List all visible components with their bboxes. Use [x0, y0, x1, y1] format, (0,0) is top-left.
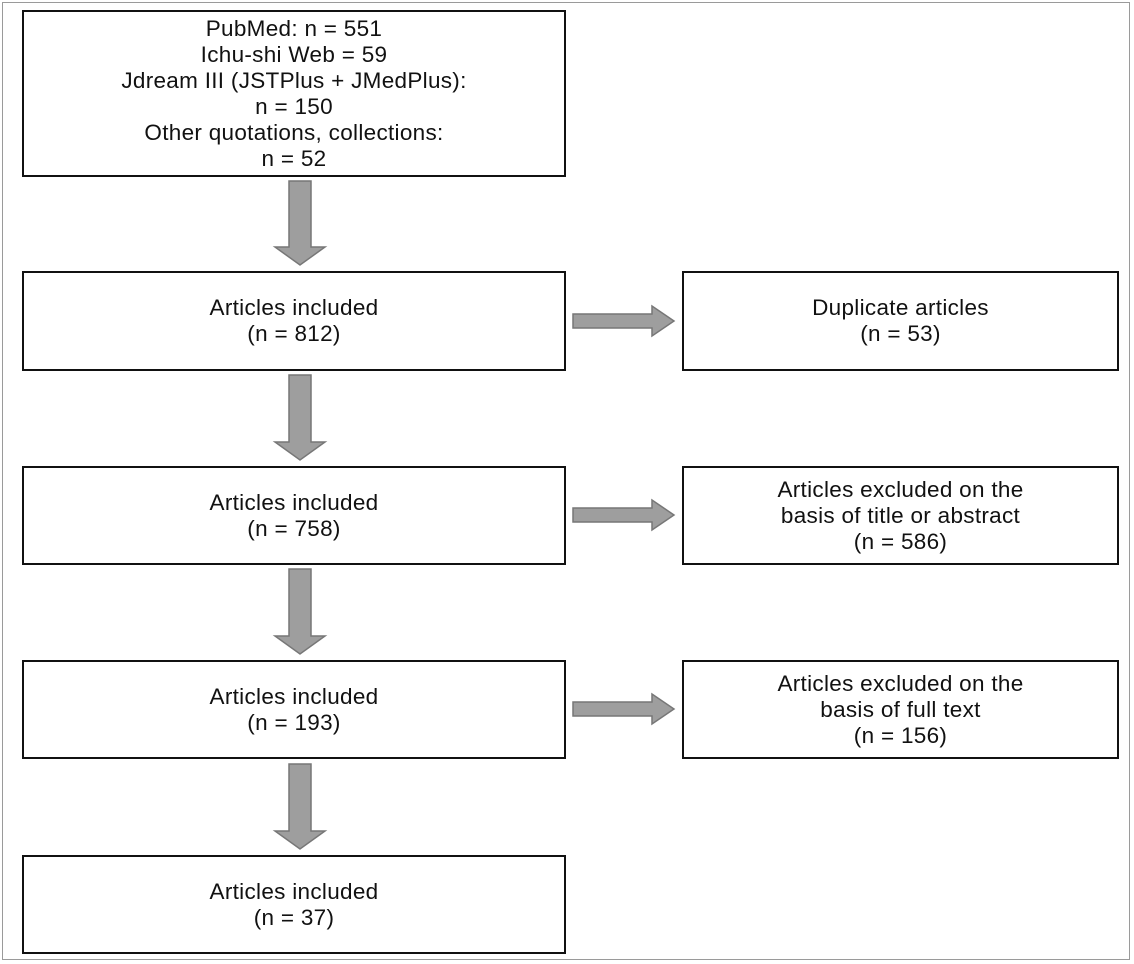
sources-line: Jdream III (JSTPlus + JMedPlus): [121, 67, 467, 93]
box-count: (n = 586) [853, 528, 948, 554]
right-arrow [572, 498, 676, 532]
box-label: Articles included [209, 878, 379, 904]
down-arrow [272, 568, 328, 655]
down-arrow [272, 763, 328, 850]
excluded-title-abstract-box: Articles excluded on the basis of title … [682, 466, 1119, 565]
box-label: basis of full text [820, 696, 981, 722]
sources-line: PubMed: n = 551 [205, 15, 383, 41]
articles-included-box-1: Articles included (n = 812) [22, 271, 566, 371]
box-label: Articles excluded on the [777, 476, 1024, 502]
excluded-full-text-box: Articles excluded on the basis of full t… [682, 660, 1119, 759]
box-label: Articles included [209, 683, 379, 709]
sources-line: Other quotations, collections: [144, 119, 444, 145]
right-arrow [572, 304, 676, 338]
box-count: (n = 37) [253, 904, 335, 930]
box-label: basis of title or abstract [780, 502, 1021, 528]
sources-line: n = 150 [255, 93, 333, 119]
right-arrow [572, 692, 676, 726]
down-arrow [272, 180, 328, 266]
articles-included-final-box: Articles included (n = 37) [22, 855, 566, 954]
box-label: Articles included [209, 489, 379, 515]
box-count: (n = 193) [247, 709, 341, 735]
box-label: Articles excluded on the [777, 670, 1024, 696]
sources-box: PubMed: n = 551 Ichu-shi Web = 59 Jdream… [22, 10, 566, 177]
box-count: (n = 758) [247, 515, 341, 541]
down-arrow [272, 374, 328, 461]
box-count: (n = 156) [853, 722, 948, 748]
box-label: Articles included [209, 295, 379, 320]
articles-included-box-3: Articles included (n = 193) [22, 660, 566, 759]
box-label: Duplicate articles [812, 295, 989, 320]
sources-line: Ichu-shi Web = 59 [200, 41, 388, 67]
articles-included-box-2: Articles included (n = 758) [22, 466, 566, 565]
sources-line: n = 52 [261, 145, 327, 171]
box-count: (n = 812) [247, 321, 341, 346]
box-count: (n = 53) [860, 321, 941, 346]
duplicate-articles-box: Duplicate articles (n = 53) [682, 271, 1119, 371]
